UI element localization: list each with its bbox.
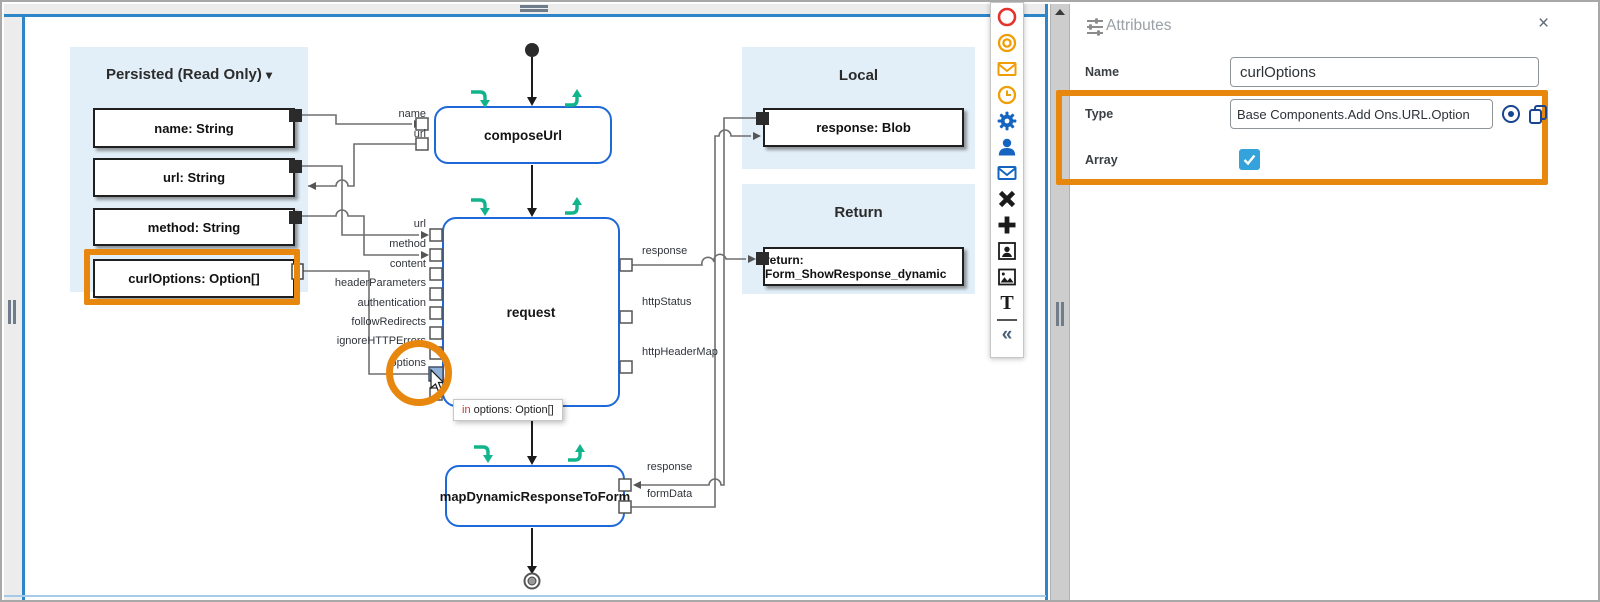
canvas-border-top: [4, 14, 1048, 17]
port-label-httpstatus: httpStatus: [642, 296, 692, 308]
highlight-options-port-circle: [386, 340, 452, 406]
wire-url-to-request: [302, 165, 419, 236]
node-mapdynamicresponsetoform[interactable]: mapDynamicResponseToForm: [440, 465, 630, 527]
exit-arrow-icon: [565, 89, 582, 107]
end-node[interactable]: [523, 572, 541, 590]
wire-composeurl-to-urlbox: [308, 143, 422, 187]
gear-icon[interactable]: [994, 108, 1020, 134]
port-label-authentication: authentication: [357, 297, 427, 309]
red-circle-icon[interactable]: [994, 4, 1020, 30]
plus-icon[interactable]: [994, 212, 1020, 238]
close-icon[interactable]: ×: [1538, 13, 1550, 34]
var-box-response[interactable]: response: Blob: [763, 108, 964, 147]
port-label-response-map: response: [647, 461, 693, 473]
port-label-followredirects: followRedirects: [351, 316, 426, 328]
type-field-label: Type: [1085, 107, 1114, 121]
canvas-border-right: [1045, 4, 1048, 600]
name-input[interactable]: [1230, 57, 1539, 87]
toolbar-divider: [997, 319, 1017, 321]
image-icon[interactable]: [994, 264, 1020, 290]
splitter-grip[interactable]: [1056, 302, 1067, 326]
canvas-border-left: [22, 14, 25, 600]
enter-arrow-icon: [474, 445, 493, 463]
caret-down-icon: ▾: [266, 68, 273, 82]
var-box-name[interactable]: name: String: [93, 108, 295, 148]
type-input[interactable]: [1230, 99, 1493, 129]
panel-splitter[interactable]: [1050, 4, 1070, 600]
var-box-return[interactable]: return: Form_ShowResponse_dynamic: [763, 247, 964, 286]
request-output-ports[interactable]: [619, 258, 633, 374]
orange-clock-icon[interactable]: [994, 82, 1020, 108]
persisted-panel-title[interactable]: Persisted (Read Only) ▾: [105, 66, 273, 83]
top-resize-grip[interactable]: [520, 4, 548, 13]
scroll-up-icon[interactable]: [1055, 9, 1065, 15]
user-icon[interactable]: [994, 134, 1020, 160]
exit-arrow-icon: [565, 197, 582, 215]
var-box-method[interactable]: method: String: [93, 208, 295, 246]
highlight-curloptions-box: [84, 249, 300, 305]
port-label-formdata: formData: [647, 488, 693, 500]
port-label-content: content: [389, 258, 426, 270]
left-resize-grip[interactable]: [8, 300, 19, 324]
port-label-httpheadermap: httpHeaderMap: [642, 346, 718, 358]
collapse-icon[interactable]: «: [1001, 323, 1013, 345]
check-icon: [1243, 154, 1256, 166]
wire-method-to-request: [302, 209, 419, 256]
orange-record-icon[interactable]: [994, 30, 1020, 56]
port-label-url: url: [413, 218, 426, 230]
wire-name-to-composeurl: [302, 114, 412, 125]
blue-mail-icon[interactable]: [994, 160, 1020, 186]
port-label-name: name: [398, 108, 426, 120]
return-panel-title: Return: [834, 204, 883, 221]
attributes-panel-title: Attributes: [1106, 17, 1172, 34]
target-icon[interactable]: [1499, 102, 1523, 126]
composeurl-ports[interactable]: [415, 117, 429, 151]
enter-arrow-icon: [471, 198, 490, 216]
port-label-url-compose: url: [413, 128, 426, 140]
node-composeurl[interactable]: composeUrl: [434, 106, 612, 164]
wire-response-to-return: [632, 253, 746, 266]
orange-mail-icon[interactable]: [994, 56, 1020, 82]
exit-arrow-icon: [568, 444, 585, 462]
port-label-method: method: [389, 238, 426, 250]
wire-local-to-map-response: [641, 117, 758, 486]
copy-icon[interactable]: [1526, 102, 1550, 126]
shape-toolbar: T «: [990, 2, 1024, 358]
highlight-type-array-box: [1056, 90, 1548, 185]
text-tool-icon[interactable]: T: [1000, 292, 1014, 314]
portrait-icon[interactable]: [994, 238, 1020, 264]
name-field-label: Name: [1085, 65, 1120, 79]
var-box-curloptions[interactable]: curlOptions: Option[]: [93, 259, 295, 298]
array-field-label: Array: [1085, 153, 1118, 167]
array-checkbox[interactable]: [1239, 149, 1260, 170]
canvas-border-bottom: [4, 595, 1046, 597]
port-tooltip: in options: Option[]: [453, 399, 563, 421]
var-box-url[interactable]: url: String: [93, 158, 295, 197]
tune-icon: [1087, 18, 1103, 36]
local-panel-title: Local: [838, 67, 879, 84]
port-label-headerparameters: headerParameters: [334, 277, 426, 289]
start-node[interactable]: [525, 43, 539, 57]
node-request[interactable]: request: [442, 217, 620, 407]
cross-icon[interactable]: [994, 186, 1020, 212]
wire-formdata-to-local: [631, 129, 751, 508]
